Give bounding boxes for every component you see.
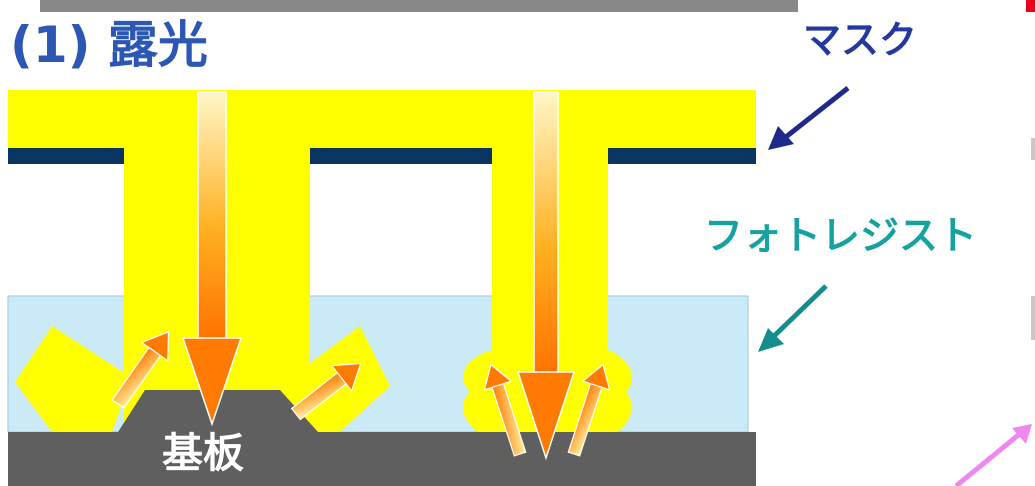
substrate	[8, 390, 756, 486]
arrow-down-right	[516, 91, 576, 461]
reflection-glow-left-a	[15, 326, 132, 432]
substrate-pointer-arrow	[954, 424, 1032, 486]
scatter-arrow-right-up	[290, 362, 362, 421]
scatter-arrow-center-right	[567, 363, 611, 457]
photoresist-pointer-arrow	[758, 284, 828, 352]
red-corner-marker	[1026, 0, 1035, 12]
photoresist-label: フォトレジスト	[704, 214, 978, 259]
mask-segment-middle	[310, 148, 492, 164]
mask-segment-right	[608, 148, 756, 164]
section-title: (1) 露光	[10, 16, 208, 74]
header-bar	[40, 0, 798, 12]
mask-pointer-arrow	[768, 86, 850, 150]
mask-segment-left	[8, 148, 124, 164]
scatter-arrow-left-up	[111, 331, 170, 409]
right-edge-mark-top	[1031, 138, 1035, 160]
substrate-label: 基板	[162, 429, 244, 477]
arrow-down-left	[181, 91, 243, 427]
right-edge-mark-bottom	[1031, 296, 1035, 340]
mask-label: マスク	[803, 18, 918, 62]
light-above-mask	[8, 90, 756, 148]
scatter-arrow-center-left	[483, 363, 527, 457]
